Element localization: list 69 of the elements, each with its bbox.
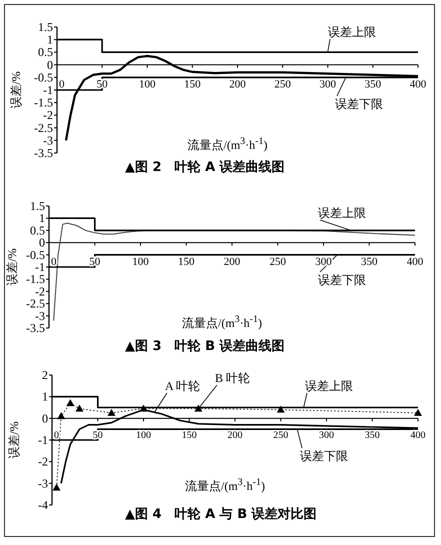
tick-label: 400 xyxy=(410,78,426,91)
tick-label: 100 xyxy=(136,430,151,442)
tick-label: 400 xyxy=(410,430,426,442)
tick-label: 0.5 xyxy=(38,45,53,60)
tick-label: 150 xyxy=(182,430,197,442)
tick-label: 0 xyxy=(54,430,59,442)
tick-label: 0.5 xyxy=(30,223,45,238)
axis-title: 误差/% xyxy=(7,421,21,459)
tick-label: -1 xyxy=(38,433,48,447)
tick-label: 350 xyxy=(364,430,380,442)
tick-label: -1 xyxy=(43,83,53,97)
tick-label: 0 xyxy=(51,256,56,268)
series-label: 误差下限 xyxy=(300,449,348,463)
tick-label: 200 xyxy=(228,430,242,442)
tick-label: -1 xyxy=(35,260,45,274)
tick-label: -2 xyxy=(38,454,48,469)
tick-label: -3.5 xyxy=(34,146,53,160)
series-label: 误差上限 xyxy=(305,379,353,393)
tick-label: 1.5 xyxy=(30,199,45,213)
tick-label: 350 xyxy=(361,256,378,268)
tick-label: 1 xyxy=(42,390,48,404)
tick-label: -2 xyxy=(35,284,45,298)
tick-label: 1 xyxy=(39,211,45,226)
tick-label: 400 xyxy=(406,256,424,268)
series-label: 误差上限 xyxy=(328,25,376,39)
tick-label: -3 xyxy=(38,476,48,490)
tick-label: -0.5 xyxy=(26,248,45,262)
series-label: B 叶轮 xyxy=(215,371,250,385)
axis-title: 流量点/(m$^{3}$·h$^{-1}$) xyxy=(188,136,268,154)
axis-title: 流量点/(m$^{3}$·h$^{-1}$) xyxy=(182,314,262,332)
tick-label: 1.5 xyxy=(38,20,53,34)
tick-label: -3 xyxy=(35,308,45,323)
tick-label: 0 xyxy=(47,58,53,72)
tick-label: -3.5 xyxy=(26,321,45,335)
tick-label: 0 xyxy=(42,411,48,426)
tick-label: 250 xyxy=(270,256,286,268)
tick-label: -2.5 xyxy=(26,296,45,311)
tick-label: 200 xyxy=(229,78,246,91)
tick-label: 0 xyxy=(39,236,45,250)
tick-label: 350 xyxy=(364,78,382,91)
tick-label: -3 xyxy=(43,133,53,148)
tick-label: 2 xyxy=(42,368,48,382)
axis-title: 误差/% xyxy=(9,71,23,109)
series-label: 误差上限 xyxy=(318,206,366,220)
tick-label: 100 xyxy=(132,256,149,268)
series-label: 误差下限 xyxy=(318,273,366,287)
chart-title: ▲图 3 叶轮 B 误差曲线图 xyxy=(125,338,285,355)
series-label: A 叶轮 xyxy=(165,379,200,393)
tick-label: 250 xyxy=(274,78,291,91)
tick-label: -2.5 xyxy=(34,120,53,135)
axis-title: 流量点/(m$^{3}$·h$^{-1}$) xyxy=(185,477,266,495)
chart-title: ▲图 4 叶轮 A 与 B 误差对比图 xyxy=(125,506,317,523)
tick-label: 150 xyxy=(178,256,194,268)
tick-label: -1.5 xyxy=(34,96,53,110)
series-label: 误差下限 xyxy=(335,97,383,111)
tick-label: -4 xyxy=(38,498,48,512)
tick-label: -1.5 xyxy=(26,272,45,286)
tick-label: 0 xyxy=(59,78,64,91)
tick-label: 300 xyxy=(319,430,334,442)
tick-label: 150 xyxy=(184,78,201,91)
tick-label: -2 xyxy=(43,108,53,122)
tick-label: 200 xyxy=(224,256,240,268)
chart-title: ▲图 2 叶轮 A 误差曲线图 xyxy=(125,159,285,176)
tick-label: 250 xyxy=(273,430,288,442)
tick-label: 100 xyxy=(139,78,156,91)
tick-label: -0.5 xyxy=(34,70,53,84)
tick-label: 1 xyxy=(47,32,53,47)
tick-label: 300 xyxy=(320,78,336,91)
axis-title: 误差/% xyxy=(5,248,19,286)
